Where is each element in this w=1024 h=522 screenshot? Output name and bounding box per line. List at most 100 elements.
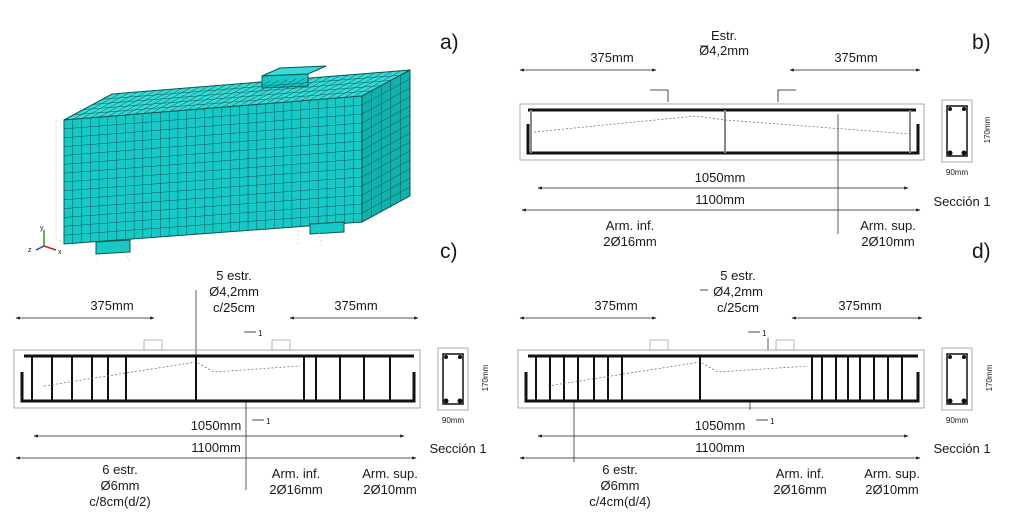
mesh-line (160, 86, 209, 113)
mesh-line (72, 93, 121, 120)
axis-label-z: z (28, 247, 32, 254)
mesh-line (142, 87, 192, 114)
dim-right-375: 375mm (334, 298, 377, 313)
mid-stirrup-label-1: 5 estr. (216, 268, 251, 283)
mesh-line (195, 83, 244, 110)
bottom-rebar-label-1: Arm. inf. (606, 218, 654, 233)
mid-stirrup-label-2: Ø4,2mm (713, 284, 763, 299)
mesh-line (309, 74, 358, 101)
mesh-line (63, 194, 363, 218)
dim-right-375: 375mm (834, 50, 877, 65)
panel-b: b) Estr. Ø4,2mm 375mm 375mm 1050mm 1100m… (519, 28, 992, 249)
mesh-line (186, 83, 235, 111)
panel-letter-c: c) (440, 240, 458, 263)
mesh-line (63, 203, 363, 227)
mesh-line (361, 123, 411, 151)
mesh-line (361, 78, 411, 106)
top-rebar-label-1: Arm. sup. (864, 466, 920, 481)
mesh-line (318, 73, 367, 100)
mesh-line (83, 85, 382, 110)
support-right (309, 221, 345, 235)
mesh-line (300, 74, 349, 102)
section-height: 170mm (985, 364, 994, 391)
mesh-line (63, 212, 363, 236)
section-height: 170mm (481, 364, 490, 391)
mesh-line (212, 81, 262, 109)
top-rebar-label-1: Arm. sup. (860, 218, 916, 233)
stirrups (31, 356, 391, 401)
span-label: 1050mm (695, 170, 746, 185)
panel-letter-b: b) (972, 31, 991, 54)
mesh-line (73, 90, 372, 116)
bottom-rebar (20, 372, 416, 403)
mesh-line (63, 185, 363, 209)
mesh-line (98, 90, 148, 118)
end-stirrup-label-1: 6 estr. (602, 462, 637, 477)
mesh-line (116, 89, 165, 116)
mesh-line (361, 132, 411, 160)
section-height: 170mm (983, 116, 992, 143)
bottom-rebar-label-2: 2Ø16mm (269, 482, 322, 497)
mesh-line (361, 168, 411, 196)
dim-left-375: 375mm (90, 298, 133, 313)
mid-stirrup-label-1: 5 estr. (720, 268, 755, 283)
mesh-line (361, 150, 411, 178)
end-stirrup-label-1: 6 estr. (102, 462, 137, 477)
end-stirrup-label-2: Ø6mm (101, 478, 140, 493)
mesh-line (221, 81, 270, 108)
mesh-line (247, 78, 297, 106)
cross-section: 90mm 170mm (941, 99, 992, 177)
dim-left-375: 375mm (594, 298, 637, 313)
mesh-beam (55, 65, 411, 263)
mesh-line (63, 131, 363, 156)
section-mark-top: 1 (762, 329, 767, 338)
section-width: 90mm (946, 168, 969, 177)
mesh-line (63, 158, 363, 183)
mesh-line (291, 75, 341, 102)
total-length-label: 1100mm (191, 440, 241, 455)
mesh-line (265, 77, 314, 104)
mesh-line (204, 82, 253, 109)
top-rebar-label-1: Arm. sup. (362, 466, 418, 481)
mid-stirrup-label-3: c/25cm (213, 300, 255, 315)
panel-a: y z x a) (28, 31, 459, 263)
mesh-line (361, 159, 411, 187)
mesh-line (361, 114, 411, 142)
bottom-rebar-label-2: 2Ø16mm (773, 482, 826, 497)
span-label: 1050mm (695, 418, 746, 433)
beam-elevation (517, 349, 925, 409)
section-label: Sección 1 (933, 441, 990, 456)
mesh-line (274, 76, 323, 104)
stirrup-label-line1: Estr. (711, 28, 737, 43)
mesh-line (361, 186, 411, 214)
panel-c: c) 5 estr. Ø4,2mm c/25cm 375mm 375mm 1 1… (13, 240, 490, 509)
support-ghost-lines (55, 119, 323, 263)
mesh-line (361, 96, 411, 124)
cross-section: 90mm 170mm (437, 347, 490, 425)
bottom-rebar (526, 124, 920, 155)
mesh-line (107, 90, 156, 117)
mesh-line (177, 84, 227, 112)
top-rebar-label-2: 2Ø10mm (363, 482, 416, 497)
panel-letter-d: d) (972, 240, 991, 263)
mesh-line (102, 74, 401, 100)
bottom-rebar-label-2: 2Ø16mm (603, 234, 656, 249)
mesh-line (282, 76, 332, 103)
bottom-rebar-label-1: Arm. inf. (272, 466, 320, 481)
cross-section: 90mm 170mm (941, 347, 994, 425)
mesh-line (63, 113, 363, 138)
mid-stirrup-label-2: Ø4,2mm (209, 284, 259, 299)
section-mark-top: 1 (258, 329, 263, 338)
mesh-line (63, 149, 363, 174)
panel-letter-a: a) (440, 31, 459, 54)
mesh-line (63, 140, 363, 165)
mesh-line (239, 79, 288, 107)
axis-label-y: y (40, 225, 44, 232)
bottom-rebar-label-1: Arm. inf. (776, 466, 824, 481)
total-length-label: 1100mm (695, 192, 745, 207)
top-rebar-label-2: 2Ø10mm (865, 482, 918, 497)
mesh-line (81, 92, 130, 119)
mesh-line (63, 122, 363, 147)
mid-stirrup-label-3: c/25cm (717, 300, 759, 315)
